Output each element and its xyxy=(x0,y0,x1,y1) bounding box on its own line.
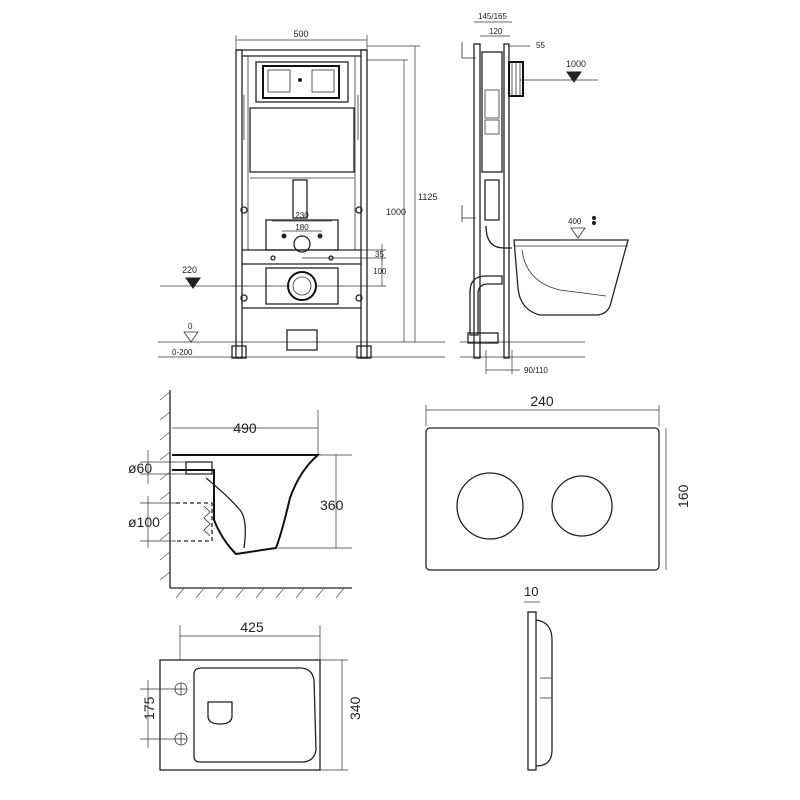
bowl-side-profile xyxy=(513,239,629,316)
dim-label-340: 340 xyxy=(347,696,363,720)
frame-left-foot xyxy=(231,345,247,359)
flush-module-left xyxy=(267,69,291,93)
side-downpipe xyxy=(484,179,500,221)
dim-label-90: 90/110 xyxy=(524,366,548,375)
level-400-dot-2 xyxy=(591,220,597,226)
bolt-left xyxy=(281,233,287,239)
bowl-trap xyxy=(205,477,246,549)
level-label-1000: 1000 xyxy=(566,59,586,69)
dim-label-230: 230 xyxy=(295,211,309,220)
bowl-side-view: 490 360 ø60 ø100 xyxy=(128,390,352,599)
bolt-right xyxy=(317,233,323,239)
dim-label-180: 180 xyxy=(295,223,309,232)
level-label-range: 0-200 xyxy=(172,348,193,357)
floor-hatch xyxy=(175,587,345,599)
dim-label-35: 35 xyxy=(375,250,384,259)
bowl-top-outline xyxy=(159,659,321,771)
dim-label-145: 145/165 xyxy=(478,12,507,21)
cistern-front xyxy=(249,107,355,173)
level-marker-0 xyxy=(183,331,199,343)
mount-hole-right xyxy=(355,206,363,214)
mount-hole-left xyxy=(240,206,248,214)
plate-side-bulge xyxy=(535,619,553,767)
side-inlet-bend xyxy=(485,225,512,249)
level-400-dot-1 xyxy=(591,215,597,221)
cistern-side xyxy=(481,51,503,173)
bowl-inlet xyxy=(185,461,213,475)
drain-pipe-side xyxy=(469,275,503,336)
bolt-hole-upper xyxy=(174,682,188,696)
level-label-400: 400 xyxy=(568,217,582,226)
level-marker-220 xyxy=(185,277,201,289)
flush-center-dot xyxy=(298,78,302,82)
bowl-top-rim xyxy=(193,667,317,763)
cistern-valve-lower xyxy=(484,119,500,135)
service-opening xyxy=(255,61,349,103)
bolt-hole-lower xyxy=(174,732,188,746)
dim-label-490: 490 xyxy=(233,420,257,436)
flush-button-large xyxy=(456,472,524,540)
dim-label-10: 10 xyxy=(524,584,538,599)
flush-plate-view: 240 160 10 xyxy=(425,393,691,771)
level-marker-1000 xyxy=(566,71,582,83)
dim-label-240: 240 xyxy=(530,393,554,409)
water-inlet xyxy=(293,235,311,253)
dim-label-175: 175 xyxy=(141,696,157,720)
dim-label-1125: 1125 xyxy=(418,192,437,202)
plate-side-profile xyxy=(527,611,537,771)
outlet-seal xyxy=(203,505,211,537)
dim-label-120: 120 xyxy=(489,27,503,36)
flush-plate xyxy=(425,427,660,571)
dim-label-160: 160 xyxy=(675,484,691,508)
bowl-outlet xyxy=(176,502,213,542)
drain-outlet-inner xyxy=(292,276,312,296)
frame-right-rail xyxy=(360,49,368,359)
drain-pipe-base xyxy=(467,332,499,344)
mount-hole-right-low xyxy=(355,294,363,302)
flush-module-right xyxy=(311,69,335,93)
level-marker-400 xyxy=(570,227,586,239)
frame-front-view: 500 1125 1000 230 180 35 100 220 0 0-200 xyxy=(158,29,445,359)
dim-label-55: 55 xyxy=(536,41,545,50)
level-label-0: 0 xyxy=(188,322,193,331)
dim-label-60: ø60 xyxy=(128,460,152,476)
side-front-rail xyxy=(503,43,510,359)
bowl-body xyxy=(172,454,321,556)
frame-side-view: 145/165 120 55 1000 400 90/110 xyxy=(460,12,629,375)
dim-label-360: 360 xyxy=(320,497,344,513)
drain-outlet xyxy=(287,271,317,301)
bowl-side-inner xyxy=(521,249,607,297)
stud-left xyxy=(270,255,276,261)
side-rear-rail xyxy=(473,43,481,359)
frame-right-foot xyxy=(356,345,372,359)
level-label-220: 220 xyxy=(182,265,197,275)
dim-label-100: 100 xyxy=(373,267,387,276)
mount-hole-left-low xyxy=(240,294,248,302)
drain-elbow xyxy=(286,329,318,351)
frame-left-rail xyxy=(235,49,243,359)
bowl-top-opening xyxy=(207,701,233,725)
wall-hatch xyxy=(159,391,171,581)
cistern-downpipe xyxy=(292,179,308,219)
flush-button-small xyxy=(551,475,613,537)
dim-label-100-outlet: ø100 xyxy=(128,514,160,530)
bowl-top-view: 425 340 175 xyxy=(140,619,363,771)
dim-label-1000: 1000 xyxy=(386,207,406,217)
cistern-valve xyxy=(484,89,500,119)
dim-label-425: 425 xyxy=(240,619,264,635)
flush-module xyxy=(262,65,340,99)
dim-label-500: 500 xyxy=(293,29,308,39)
